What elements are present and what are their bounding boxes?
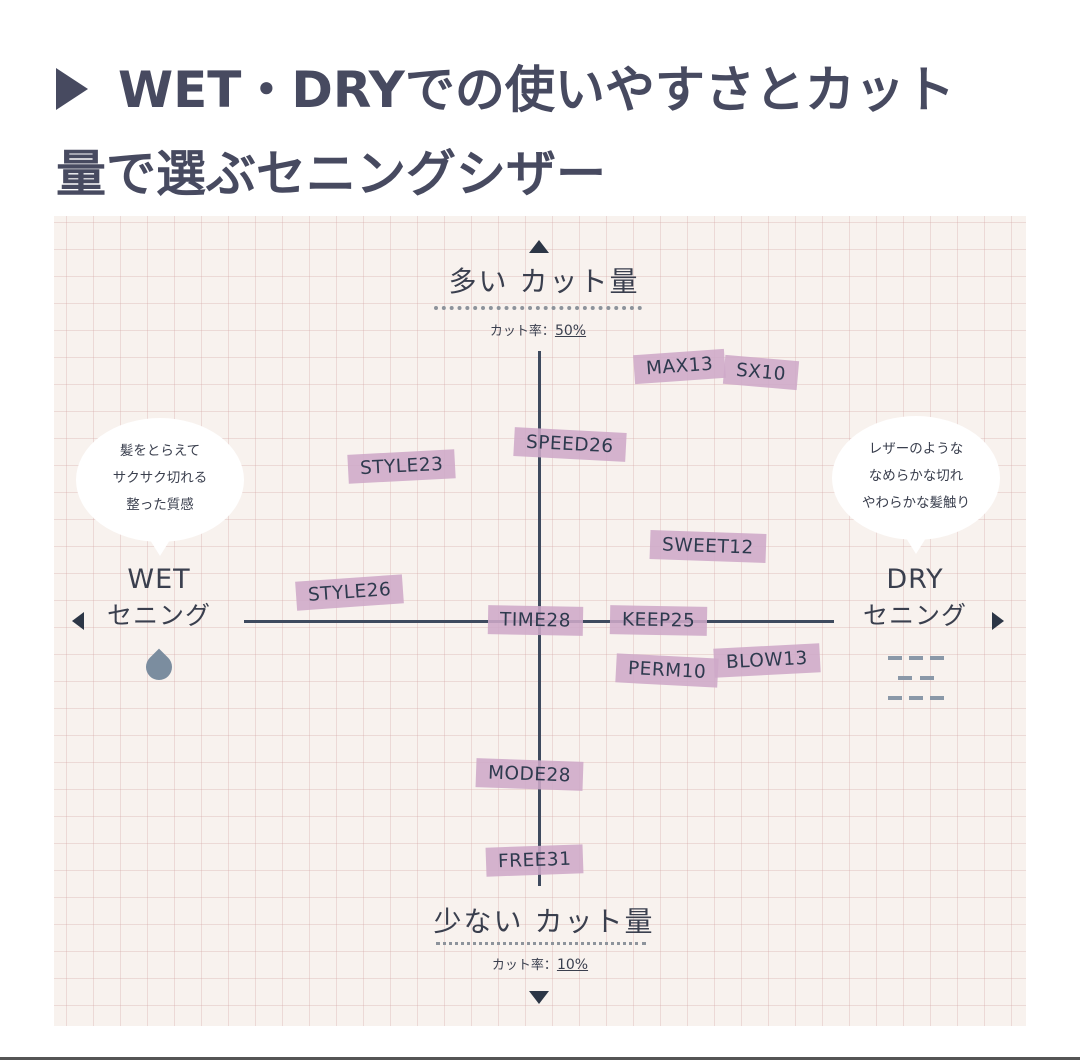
bottom-axis-label: 少ない カット量 xyxy=(433,905,655,938)
arrow-left-icon xyxy=(72,612,84,630)
product-tag-max13: MAX13 xyxy=(633,348,727,385)
page-heading: WET・DRYでの使いやすさとカット 量で選ぶセニングシザー xyxy=(56,48,1046,216)
bottom-cut-rate: カット率：10% xyxy=(491,957,589,973)
product-tag-keep25: KEEP25 xyxy=(609,605,708,636)
bottom-divider xyxy=(0,1057,1080,1060)
water-drop-icon xyxy=(140,648,178,686)
product-tag-time28: TIME28 xyxy=(487,605,584,636)
top-dotted-rule xyxy=(434,306,642,310)
bottom-dotted-rule xyxy=(436,942,646,945)
dry-label: DRY セニング xyxy=(862,564,967,630)
product-tag-sweet12: SWEET12 xyxy=(649,529,767,564)
top-axis-label: 多い カット量 xyxy=(448,265,640,298)
product-tag-perm10: PERM10 xyxy=(615,653,719,688)
product-tag-style23: STYLE23 xyxy=(347,449,457,484)
wet-label: WET セニング xyxy=(106,564,211,630)
arrow-right-icon xyxy=(992,612,1004,630)
heading-line-1: WET・DRYでの使いやすさとカット xyxy=(56,48,1046,132)
product-tag-mode28: MODE28 xyxy=(475,758,584,791)
dry-description-bubble: レザーのような なめらかな切れ やわらかな髪触り xyxy=(832,416,1000,554)
product-tag-style26: STYLE26 xyxy=(295,574,405,611)
positioning-map: 多い カット量 カット率：50% 少ない カット量 カット率：10% 髪をとらえ… xyxy=(54,216,1026,1026)
play-triangle-icon xyxy=(56,68,88,110)
top-cut-rate: カット率：50% xyxy=(489,323,587,339)
wet-description-bubble: 髪をとらえて サクサク切れる 整った質感 xyxy=(76,418,244,556)
arrow-down-icon xyxy=(529,991,549,1004)
product-tag-speed26: SPEED26 xyxy=(513,427,627,462)
heading-line-2: 量で選ぶセニングシザー xyxy=(56,145,606,203)
product-tag-blow13: BLOW13 xyxy=(713,643,821,678)
arrow-up-icon xyxy=(529,240,549,253)
product-tag-free31: FREE31 xyxy=(485,844,584,877)
product-tag-sx10: SX10 xyxy=(722,354,800,391)
